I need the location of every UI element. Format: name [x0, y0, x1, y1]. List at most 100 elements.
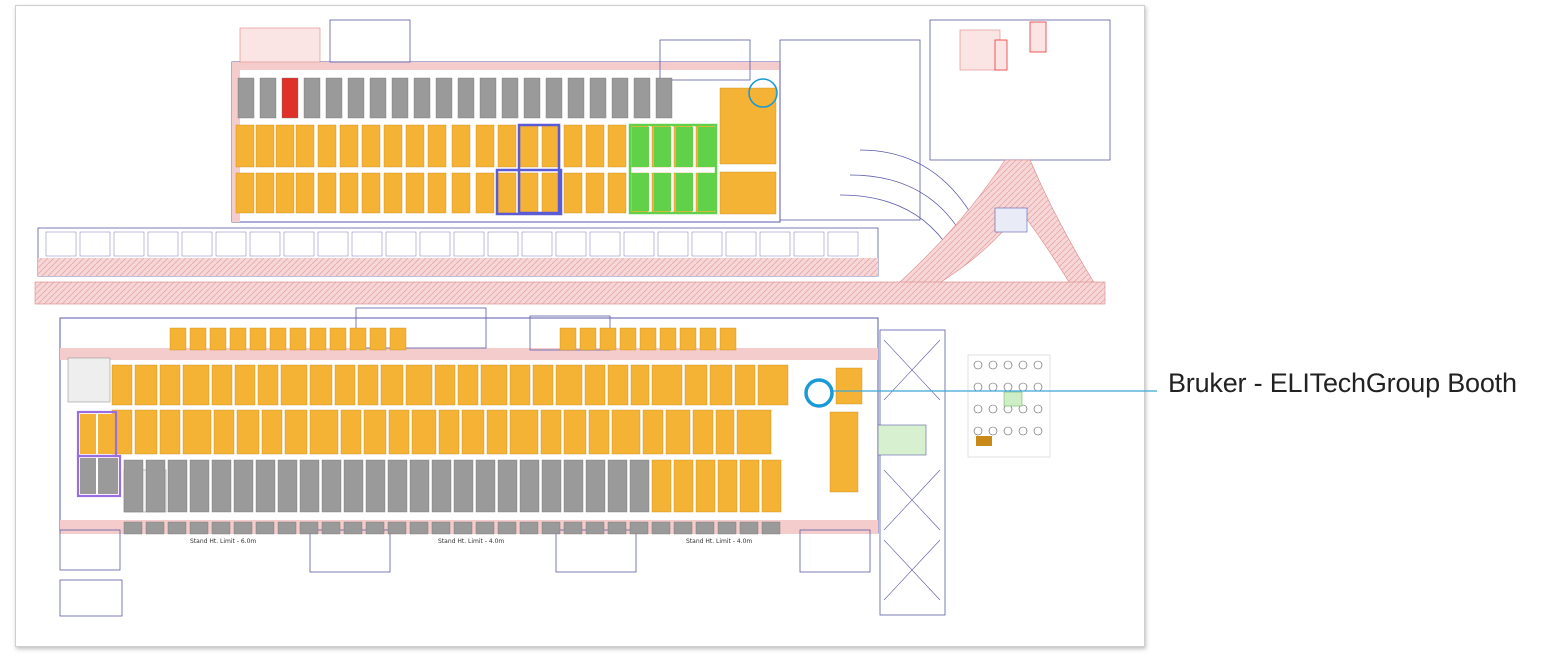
- booth: [233, 521, 253, 535]
- booth: [427, 124, 447, 168]
- lounge-table: [1033, 426, 1043, 436]
- booth: [719, 87, 777, 165]
- booth: [629, 521, 649, 535]
- booth: [761, 459, 782, 513]
- corridor-room: [181, 231, 213, 257]
- booth: [111, 364, 133, 406]
- booth: [715, 409, 735, 455]
- booth: [585, 521, 605, 535]
- booth: [340, 409, 362, 455]
- booth: [563, 172, 583, 214]
- lounge-table: [1033, 360, 1043, 370]
- booth: [295, 124, 315, 168]
- corridor-room: [759, 231, 791, 257]
- booth: [757, 364, 789, 406]
- booth: [387, 459, 408, 513]
- lounge-table: [1003, 426, 1013, 436]
- booth: [835, 367, 863, 405]
- booth: [579, 327, 597, 351]
- booth: [255, 124, 275, 168]
- booth: [387, 521, 407, 535]
- booth: [211, 521, 231, 535]
- booth: [435, 77, 453, 119]
- lounge-area: [973, 360, 1043, 446]
- booth: [295, 172, 315, 214]
- stand-height-note-1: Stand Ht. Limit - 6.0m: [190, 538, 256, 545]
- booth: [684, 364, 708, 406]
- corridor-room: [147, 231, 179, 257]
- lounge-table: [973, 360, 983, 370]
- booth: [167, 521, 187, 535]
- booth: [651, 364, 683, 406]
- booth: [169, 327, 187, 351]
- booth: [321, 521, 341, 535]
- lounge-table: [1033, 382, 1043, 392]
- booth: [409, 521, 429, 535]
- booth: [719, 327, 737, 351]
- booth: [334, 364, 356, 406]
- corridor-room: [487, 231, 519, 257]
- booth: [475, 172, 495, 214]
- booth: [329, 327, 347, 351]
- booth: [659, 327, 677, 351]
- booth: [607, 521, 627, 535]
- lounge-table: [1018, 404, 1028, 414]
- booth: [167, 459, 188, 513]
- corridor-room: [521, 231, 553, 257]
- corridor-room: [589, 231, 621, 257]
- booth: [651, 521, 671, 535]
- booth: [369, 327, 387, 351]
- booth: [434, 364, 456, 406]
- lounge-seating: [976, 436, 992, 446]
- booth: [480, 364, 508, 406]
- booth: [235, 172, 255, 214]
- booth: [479, 77, 497, 119]
- booth: [182, 364, 210, 406]
- corridor-room: [385, 231, 417, 257]
- booth: [363, 409, 387, 455]
- booth: [497, 172, 517, 214]
- east-wing: [877, 329, 1051, 616]
- booth-location-marker[interactable]: [804, 378, 834, 408]
- corridor-room: [657, 231, 689, 257]
- booth: [277, 459, 298, 513]
- stand-height-note-2: Stand Ht. Limit - 4.0m: [438, 538, 504, 545]
- booth: [261, 409, 283, 455]
- booth: [80, 458, 96, 494]
- booth: [692, 409, 714, 455]
- booth: [563, 124, 583, 168]
- booth: [519, 172, 539, 214]
- corridor-room: [555, 231, 587, 257]
- booth: [717, 521, 737, 535]
- corridor-room: [215, 231, 247, 257]
- booth: [321, 459, 342, 513]
- booth: [739, 459, 760, 513]
- booth: [303, 77, 321, 119]
- booth: [611, 409, 641, 455]
- booth: [619, 327, 637, 351]
- booth: [383, 172, 403, 214]
- booth: [413, 77, 431, 119]
- booth: [309, 409, 339, 455]
- booth: [431, 521, 451, 535]
- booth: [607, 459, 628, 513]
- booth: [234, 364, 256, 406]
- booth: [611, 77, 629, 119]
- lower-booth-grid: [76, 327, 863, 535]
- booth: [349, 327, 367, 351]
- booth: [365, 459, 386, 513]
- booth: [281, 77, 299, 119]
- booth: [361, 124, 381, 168]
- corridor-rooms: [45, 231, 859, 257]
- booth: [717, 459, 738, 513]
- booth: [275, 172, 295, 214]
- booth: [497, 124, 517, 168]
- lounge-table: [988, 360, 998, 370]
- booth: [607, 364, 629, 406]
- booth: [431, 459, 452, 513]
- booth: [654, 127, 671, 167]
- booth: [189, 521, 209, 535]
- booth: [719, 171, 777, 215]
- booth: [255, 172, 275, 214]
